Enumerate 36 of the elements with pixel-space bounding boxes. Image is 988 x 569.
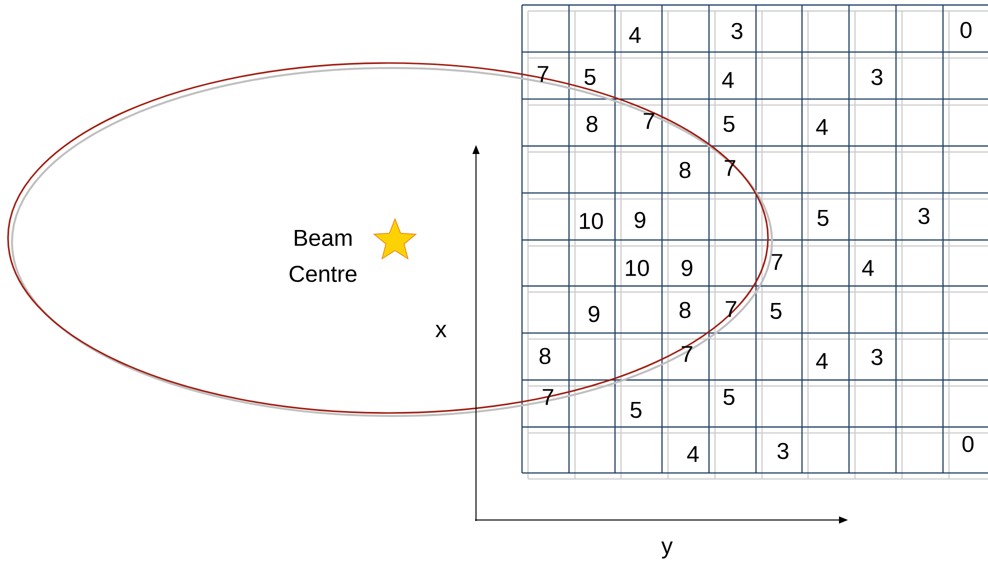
cell-value: 5	[724, 388, 734, 405]
cell-value: 5	[584, 68, 596, 86]
cell-value: 9	[634, 212, 646, 228]
cell-value: 7	[726, 301, 736, 317]
cell-value: 8	[680, 302, 690, 318]
cell-value: 4	[816, 353, 828, 369]
cell-value: 7	[724, 160, 736, 176]
cell-value: 5	[818, 210, 828, 226]
axis-label: y	[661, 542, 673, 558]
cell-value: 5	[724, 116, 734, 132]
cell-value: 4	[862, 260, 874, 276]
cell-value: 4	[629, 27, 641, 43]
cell-value: 9	[682, 260, 692, 276]
cell-value: 10	[580, 212, 603, 230]
cell-value: 0	[960, 22, 972, 38]
cell-value: 10	[626, 260, 649, 276]
axis-label: x	[436, 324, 447, 338]
cell-value: 4	[687, 446, 699, 462]
cell-value: 7	[644, 113, 654, 129]
cell-value: 8	[540, 348, 550, 364]
cell-value: 0	[962, 436, 974, 452]
cell-value: 4	[816, 119, 828, 135]
cell-value: 3	[731, 22, 742, 40]
cell-value: 5	[770, 302, 782, 320]
cell-value: 7	[772, 254, 782, 270]
beam-centre-label: Beam Centre	[290, 230, 356, 282]
cell-value: 9	[588, 306, 600, 322]
cell-value: 7	[682, 346, 692, 362]
cell-value: 4	[722, 72, 734, 88]
cell-value: 8	[586, 116, 598, 132]
cell-value: 3	[871, 68, 882, 86]
cell-value: 3	[871, 348, 882, 366]
cell-value: 5	[630, 402, 642, 418]
cell-value: 3	[777, 442, 788, 460]
cell-value: 8	[680, 162, 690, 178]
cell-value: 3	[918, 208, 930, 224]
